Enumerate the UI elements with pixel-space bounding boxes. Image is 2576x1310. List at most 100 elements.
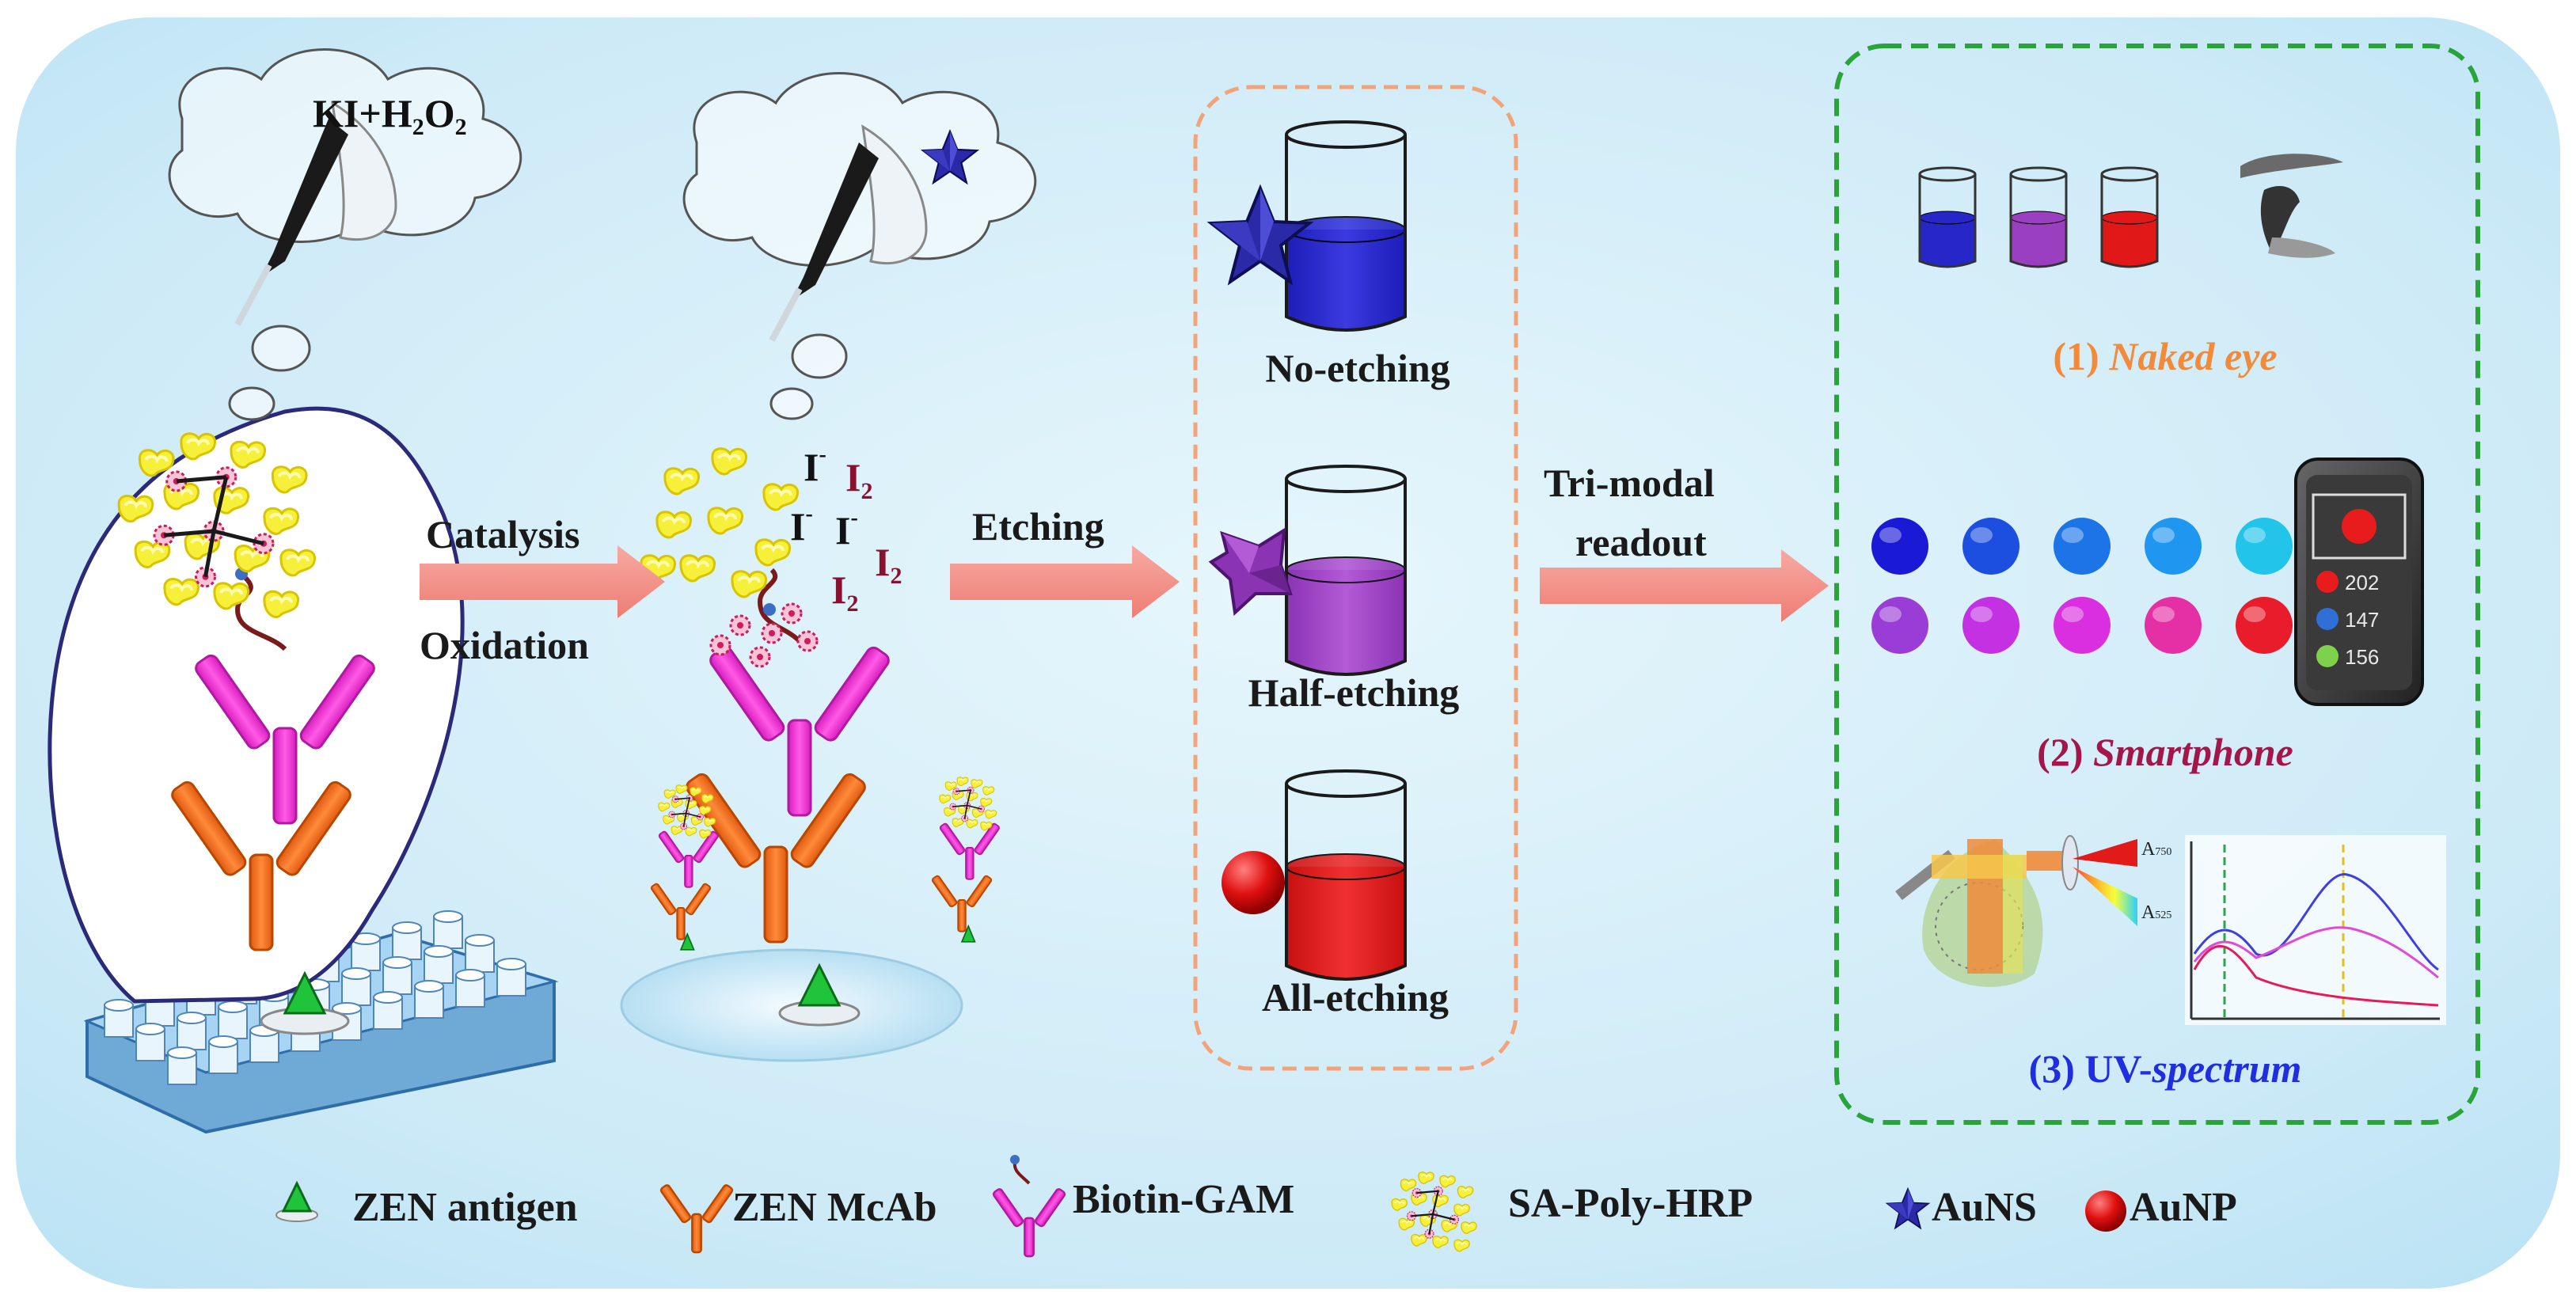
absorbance-525: A525 bbox=[2141, 902, 2172, 923]
reagent-sub2: 2 bbox=[454, 114, 467, 140]
legend-icon-biotin-gam bbox=[991, 1155, 1067, 1258]
readout-box bbox=[1834, 44, 2480, 1125]
plate-well bbox=[424, 945, 454, 984]
ion-iodine-1: I2 bbox=[845, 455, 873, 504]
smartphone bbox=[2294, 458, 2424, 706]
readout-uv-spectrum: (3) UV-spectrum bbox=[2028, 1046, 2302, 1091]
plate-well bbox=[455, 969, 485, 1008]
plate-well bbox=[373, 991, 403, 1030]
hrp-enzyme bbox=[709, 634, 731, 656]
readout-naked-eye: (1) Naked eye bbox=[2053, 334, 2278, 378]
streptavidin-link bbox=[1428, 1213, 1434, 1234]
streptavidin-link bbox=[176, 475, 226, 484]
step-trimodal-line1: Tri-modal bbox=[1544, 461, 1715, 505]
left-immune-complex bbox=[168, 568, 378, 1035]
plate-well bbox=[104, 999, 134, 1038]
streptavidin-link bbox=[966, 790, 971, 806]
plate-well bbox=[177, 1012, 207, 1050]
state-half-etching: Half-etching bbox=[1248, 670, 1460, 715]
legend-zen-mcab: ZEN McAb bbox=[732, 1185, 937, 1230]
beaker-half-etching bbox=[1285, 465, 1407, 676]
streptavidin-link bbox=[952, 804, 967, 807]
legend-icon-antigen bbox=[275, 1180, 318, 1222]
streptavidin-link bbox=[682, 813, 687, 827]
phone-value-2: 147 bbox=[2345, 608, 2380, 632]
legend-icon-aunp bbox=[2085, 1190, 2126, 1232]
hrp-enzyme bbox=[729, 614, 751, 636]
beaker-no-etching bbox=[1285, 120, 1407, 332]
mini-complex-left bbox=[649, 784, 720, 951]
plate-well bbox=[382, 956, 412, 995]
streptavidin-link bbox=[963, 805, 968, 819]
pipette-left bbox=[234, 101, 397, 326]
color-dot bbox=[1871, 518, 1928, 575]
state-no-etching: No-etching bbox=[1265, 346, 1450, 390]
legend-sa-poly-hrp: SA-Poly-HRP bbox=[1508, 1181, 1753, 1226]
au-nanoparticle bbox=[1222, 851, 1285, 914]
phone-value-3: 156 bbox=[2345, 645, 2380, 669]
ion-iodide-2: I- bbox=[790, 502, 813, 549]
streptavidin-link bbox=[967, 804, 982, 810]
sa-poly-hrp-left bbox=[117, 431, 317, 619]
color-dot bbox=[1871, 597, 1928, 654]
ion-iodide-3: I- bbox=[835, 506, 858, 552]
uv-spectrum-plot bbox=[2185, 835, 2446, 1025]
readout-smartphone: (2) Smartphone bbox=[2037, 730, 2293, 774]
ion-iodine-2: I2 bbox=[875, 540, 902, 589]
reagent-mid: O bbox=[424, 91, 455, 135]
color-dot bbox=[2054, 597, 2111, 654]
step-trimodal-line2: readout bbox=[1575, 520, 1707, 564]
color-dot bbox=[1962, 597, 2019, 654]
streptavidin-link bbox=[685, 798, 690, 814]
ion-iodide-1: I- bbox=[804, 442, 826, 489]
streptavidin-link bbox=[1432, 1213, 1455, 1221]
streptavidin-link bbox=[1411, 1213, 1434, 1217]
beaker-all-etching bbox=[1285, 769, 1407, 981]
color-dot bbox=[2236, 597, 2293, 654]
spectrum-curve-magenta bbox=[2193, 926, 2439, 979]
step-catalysis: Catalysis bbox=[426, 512, 580, 556]
legend-aunp: AuNP bbox=[2130, 1185, 2237, 1230]
plate-well bbox=[208, 1035, 238, 1074]
ion-iodine-3: I2 bbox=[831, 568, 859, 617]
spectrum-curve-red bbox=[2193, 944, 2439, 1007]
streptavidin-link bbox=[675, 797, 690, 800]
process-arrow bbox=[420, 545, 665, 618]
color-dot bbox=[2236, 518, 2293, 575]
color-dot bbox=[2145, 597, 2202, 654]
process-arrow bbox=[1540, 549, 1829, 622]
legend-biotin-gam: Biotin-GAM bbox=[1073, 1177, 1295, 1222]
plate-well bbox=[414, 980, 444, 1019]
middle-immune-complex bbox=[620, 568, 963, 1062]
spectrum-curve-blue bbox=[2193, 873, 2439, 971]
plate-well bbox=[135, 1023, 165, 1061]
phone-value-1: 202 bbox=[2345, 571, 2380, 594]
streptavidin-link bbox=[686, 812, 701, 818]
step-etching: Etching bbox=[972, 504, 1104, 549]
reagent-sub1: 2 bbox=[412, 114, 424, 140]
color-dot bbox=[2145, 518, 2202, 575]
reagent-label: KI+H2O2 bbox=[313, 91, 467, 139]
streptavidin-link bbox=[213, 529, 264, 546]
color-dot bbox=[1962, 518, 2019, 575]
naked-eye-vial bbox=[1918, 166, 1977, 268]
legend-icon-sa-poly-hrp bbox=[1391, 1171, 1478, 1252]
streptavidin-link bbox=[211, 477, 229, 532]
hrp-enzyme bbox=[761, 622, 783, 644]
half-etched-particle bbox=[1208, 527, 1293, 617]
process-arrow bbox=[950, 545, 1180, 618]
streptavidin-link bbox=[1416, 1190, 1438, 1194]
hrp-enzyme bbox=[781, 602, 803, 625]
plate-well bbox=[496, 958, 526, 997]
streptavidin-link bbox=[163, 529, 215, 537]
plate-well bbox=[392, 921, 422, 960]
streptavidin-link bbox=[203, 530, 216, 578]
color-dot bbox=[2054, 518, 2111, 575]
reagent-main: KI+H bbox=[313, 91, 412, 135]
plate-well bbox=[341, 967, 371, 1006]
mini-complex-right bbox=[930, 777, 1001, 943]
eye-icon bbox=[2240, 154, 2343, 258]
plate-well bbox=[218, 1001, 248, 1039]
